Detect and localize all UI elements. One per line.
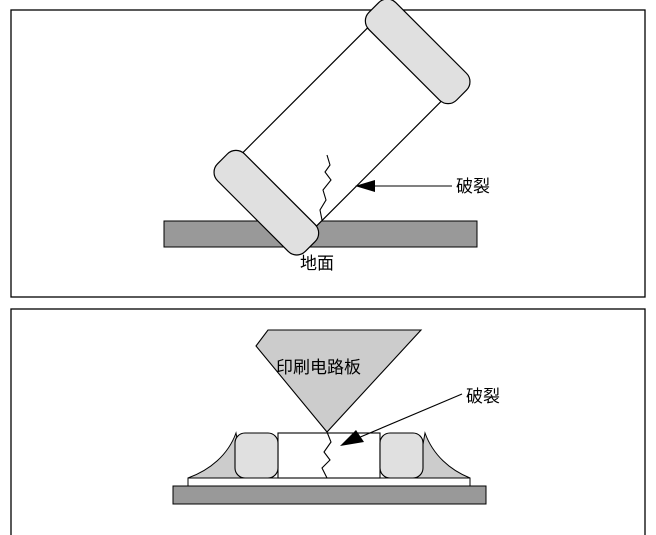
crack-arrow-head-bottom (340, 430, 364, 446)
crack-arrow-line-bottom (357, 393, 463, 439)
chip-terminal-right (379, 432, 424, 479)
pcb-wedge (255, 329, 423, 433)
crack-arrow-head-top (355, 180, 375, 192)
chip-body-bottom (277, 432, 381, 479)
solder-fillet-left (187, 431, 245, 479)
crack-line-top (319, 154, 332, 221)
bottom-panel-frame (10, 308, 646, 535)
ground-slab (163, 220, 478, 248)
chip-terminal-bottom (213, 149, 320, 256)
pad-strip (187, 477, 471, 487)
base-board (172, 485, 487, 505)
crack-label-bottom: 破裂 (466, 387, 500, 407)
tilted-chip (213, 0, 471, 256)
chip-terminal-left (234, 432, 279, 479)
crack-line-bottom (321, 431, 332, 479)
crack-label-top: 破裂 (456, 177, 490, 197)
pcb-label: 印刷电路板 (276, 358, 361, 378)
top-panel-frame (10, 9, 646, 298)
solder-fillet-right (416, 431, 471, 479)
ground-label: 地面 (300, 254, 334, 274)
chip-terminal-top (364, 0, 471, 105)
